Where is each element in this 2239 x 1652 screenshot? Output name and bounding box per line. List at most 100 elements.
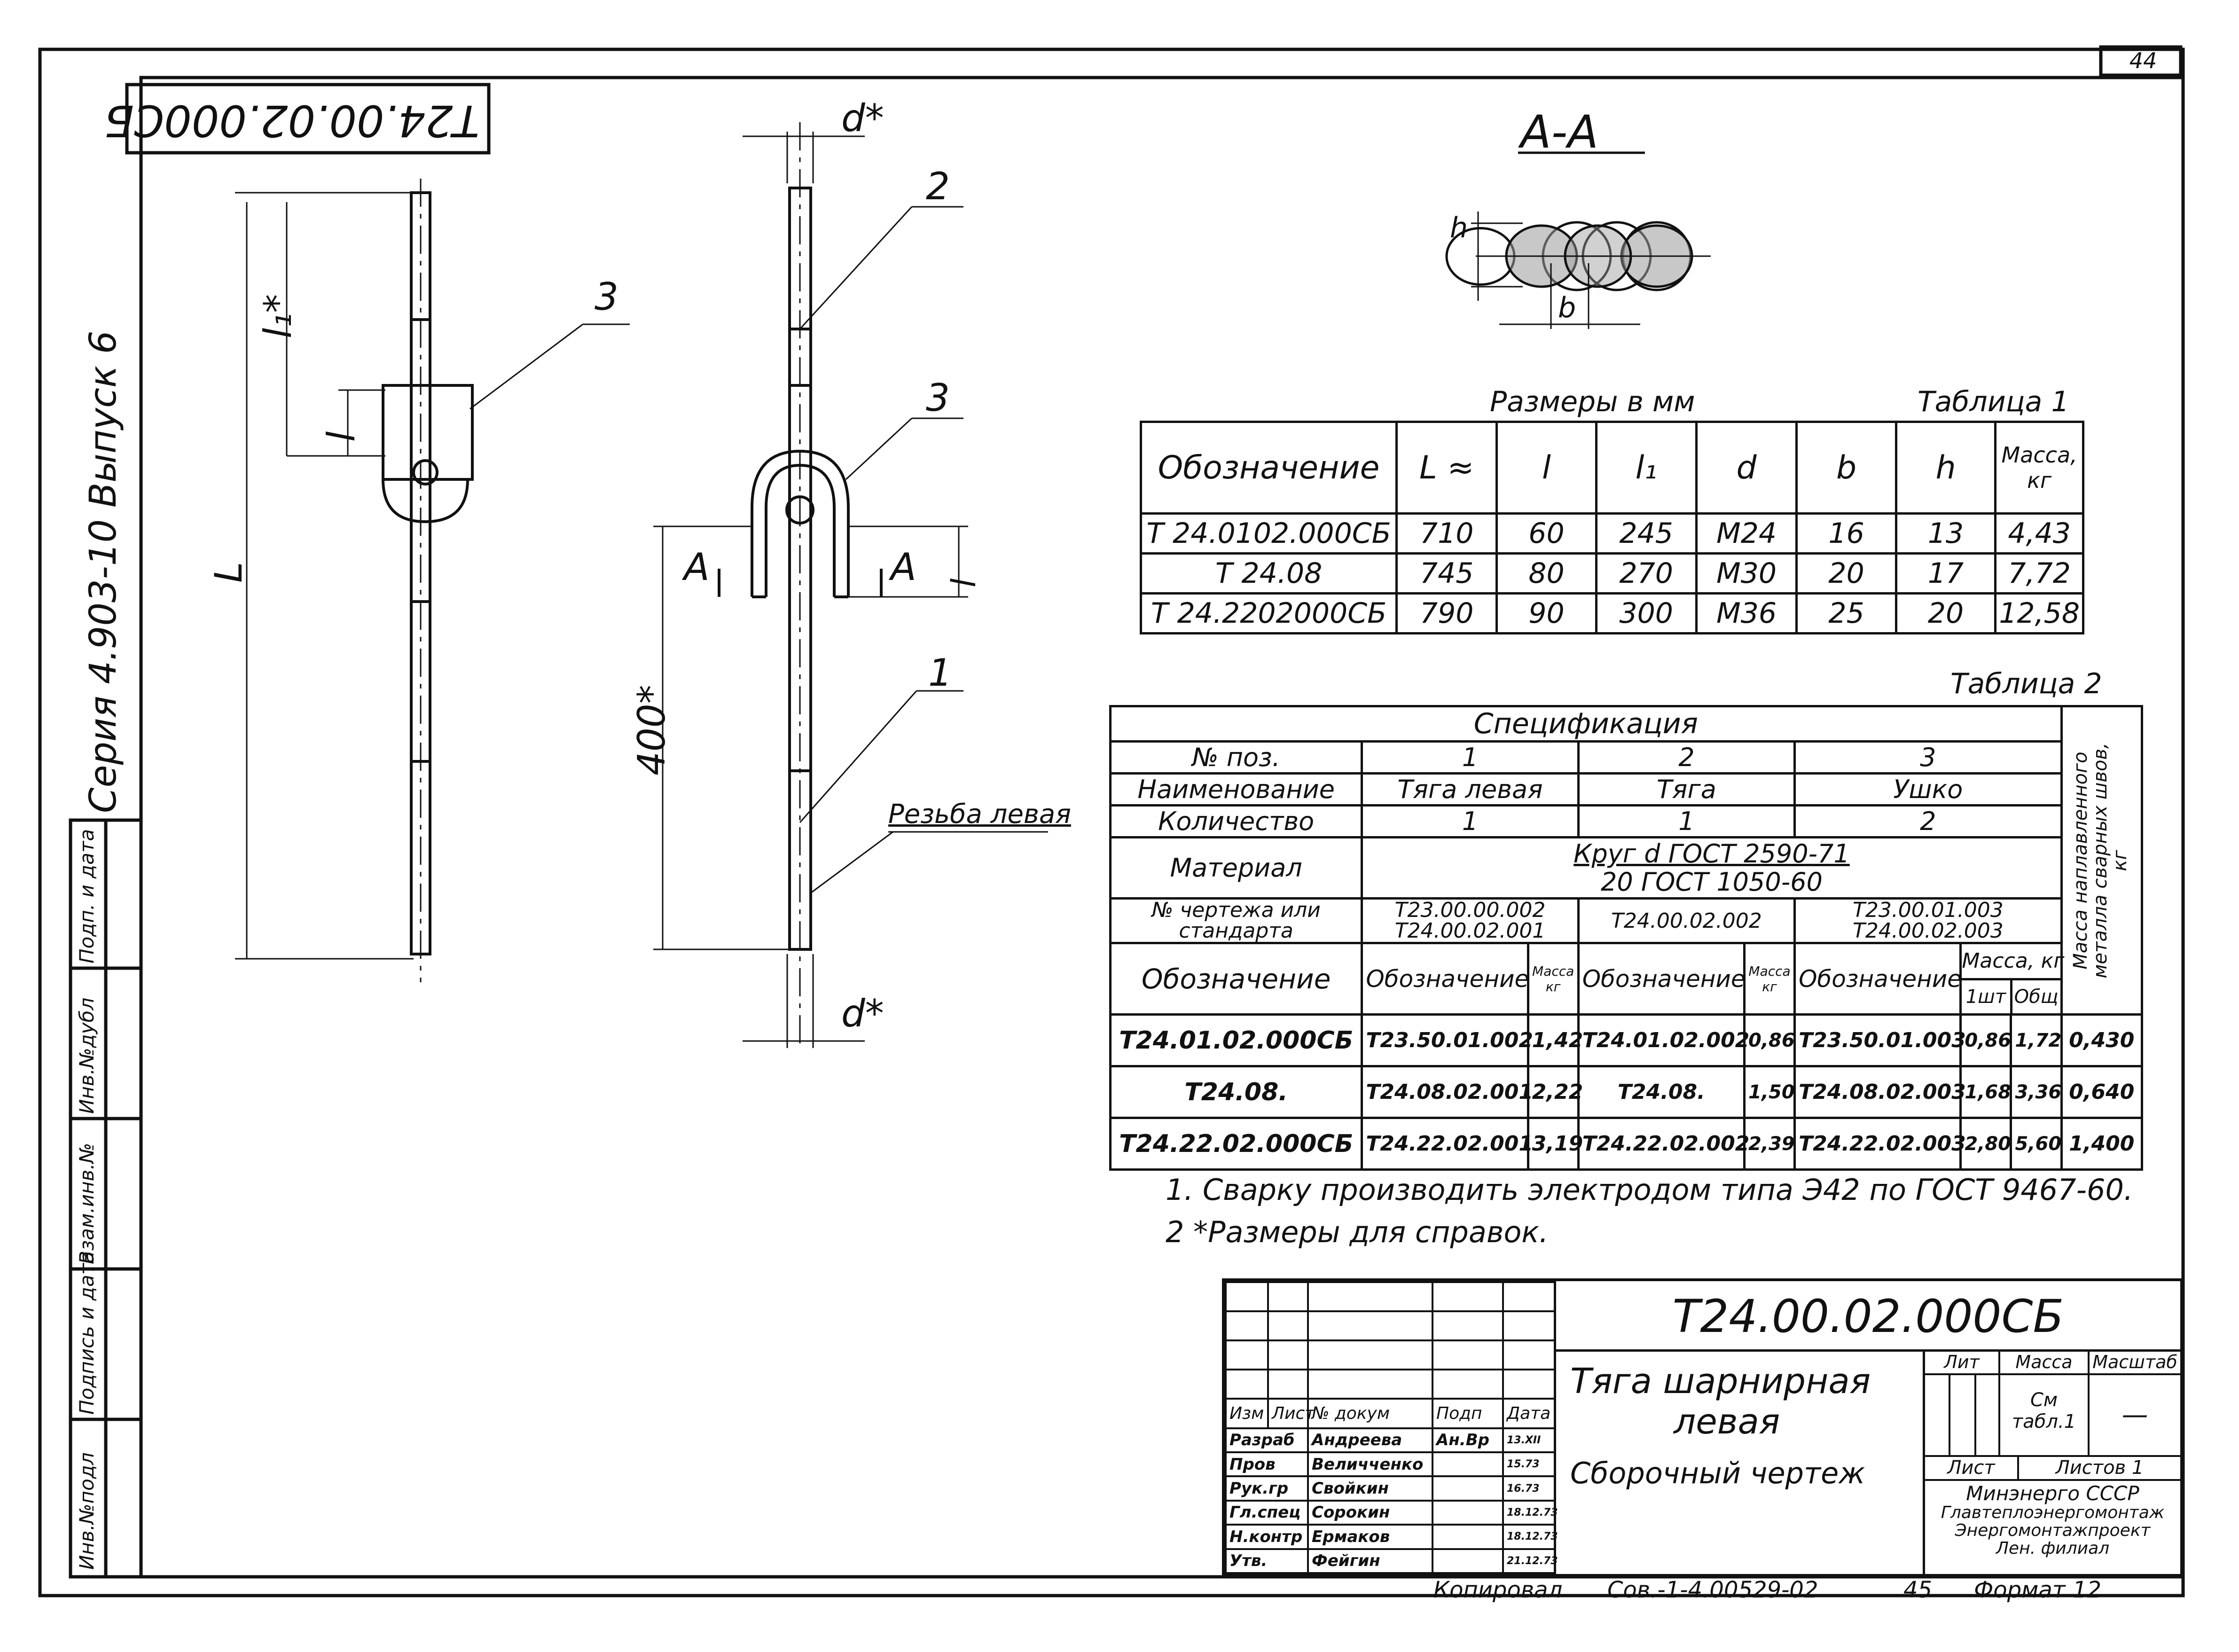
footer-order: Сов.-1-4.00529-02 [1607,1577,1818,1603]
table-cell: Т 24.0102.000СБ [1139,512,1398,555]
t1-h7: Масса, кг [1994,421,2084,515]
table-row: Обозначение Обозначение Масса кг Обознач… [1109,942,2142,1016]
t1-h2: l [1495,421,1597,515]
table-cell: Т24.00.02.002 [1577,897,1796,944]
table-cell: 3 [1793,740,2063,775]
signatures-table: Изм Лист № докум Подп Дата Разраб Андрее… [1225,1281,1558,1574]
table-row: Наименование Тяга левая Тяга Ушко [1109,772,2142,806]
table-row: Т24.01.02.000СБ Т23.50.01.002 1,42 Т24.0… [1109,1013,2144,1067]
table-row: Разраб Андреева Ан.Вр 13.ХII [1225,1427,1556,1453]
table-cell: 1 [1577,804,1796,838]
signature [1432,1524,1504,1550]
drawing-label: № чертежа или стандарта [1109,897,1363,944]
pos-label: № поз. [1109,740,1363,775]
sheet-number: 44 [2129,48,2157,73]
table-cell: 13 [1895,512,1997,555]
table-cell: Т 24.08 [1139,552,1398,595]
sheet-number-box [2099,45,2183,77]
table-cell: 2,39 [1743,1117,1796,1171]
table-cell: Т23.00.01.003 Т24.00.02.003 [1793,897,2063,944]
org-cell: Минэнерго СССР Главтеплоэнергомонтаж Эне… [1925,1483,2180,1573]
signatures-head: Изм Лист № докум Подп Дата [1225,1398,1556,1429]
signature: Ан.Вр [1432,1427,1504,1453]
section-title: А-А [1520,106,1598,158]
mid-pos-1: 1 [928,651,952,695]
name-label: Наименование [1109,772,1363,806]
cut-A-left: A [684,545,710,589]
footer-format: Формат 12 [1974,1577,2102,1603]
role: Пров [1225,1451,1309,1478]
table-cell: 1,50 [1743,1065,1796,1119]
designation-label: Обозначение [1109,942,1363,1016]
table-row: Т 24.0102.000СБ 710 60 245 М24 16 13 4,4… [1139,512,2084,555]
table-cell: 17 [1895,552,1997,595]
table-cell: Т24.22.02.001 [1361,1117,1533,1171]
head-doc: № докум [1307,1398,1433,1429]
weld-metal-label: Масса наплавленного металла сварных швов… [2069,742,2131,979]
table-cell: 7,72 [1994,552,2084,595]
mass-value: См табл.1 [2000,1375,2090,1455]
dim-l: l [320,431,363,442]
signature [1432,1499,1504,1526]
title-name-1: Тяга шарнирная [1570,1361,1871,1401]
lit-label: Лит [1925,1352,2000,1375]
table-cell: 245 [1595,512,1698,555]
series-label: Серия 4.903-10 Выпуск 6 [82,330,125,813]
mid-pos-3: 3 [926,376,950,420]
table-cell: 3,19 [1527,1117,1583,1171]
table-cell: 90 [1495,592,1597,634]
table-row: Т 24.2202000СБ 790 90 300 М36 25 20 12,5… [1139,592,2084,634]
org-3: Энергомонтажпроект [1955,1520,2151,1540]
person: Свойкин [1307,1475,1433,1502]
t1-h1: L ≈ [1395,421,1498,515]
dim-400: 400* [630,685,673,775]
footer-copied: Копировал [1433,1577,1563,1603]
weld-metal-cell: Масса наплавленного металла сварных швов… [2060,705,2144,1016]
org-4: Лен. филиал [1996,1538,2110,1558]
table-cell: 1,42 [1527,1013,1583,1067]
strip-inv-orig: Инв.№подл [75,1452,98,1570]
head-list: Лист [1267,1398,1315,1429]
table-cell: 1,68 [1959,1065,2012,1119]
table-cell: М36 [1695,592,1798,634]
qty-label: Количество [1109,804,1363,838]
table-cell: 790 [1395,592,1498,634]
table-cell: Т24.08. [1577,1065,1746,1119]
table-row: № чертежа или стандарта Т23.00.00.002 Т2… [1109,897,2142,944]
role: Н.контр [1225,1524,1309,1550]
strip-sign-date-2: Подп. и дата [75,829,98,963]
sheet-label: Лист [1925,1455,2019,1481]
table-cell: 0,640 [2060,1065,2144,1119]
role: Рук.гр [1225,1475,1309,1502]
table-cell: 20 [1795,552,1897,595]
table-cell: Т24.08. [1109,1065,1363,1119]
footer-num: 45 [1903,1577,1933,1603]
strip-sign-date: Подпись и дата [75,1251,98,1415]
person: Андреева [1307,1427,1433,1453]
material-cell: Круг d ГОСТ 2590-71 20 ГОСТ 1050-60 [1361,836,2063,900]
scale-label: Масштаб [2090,1352,2180,1375]
mass-header-cell: Масса, кг 1шт Общ [1959,942,2064,1016]
table-cell: 0,430 [2060,1013,2144,1067]
table-cell: Т24.08.02.003 [1793,1065,1966,1119]
table-cell: 20 [1895,592,1997,634]
note-1: 1. Сварку производить электродом типа Э4… [1166,1173,2133,1207]
sub-mass-2: Масса кг [1743,942,1796,1016]
signature [1432,1475,1504,1502]
table-cell: Т24.01.02.002 [1577,1013,1749,1067]
t1-h6: h [1895,421,1997,515]
section-aa [1445,151,1711,329]
signature [1432,1548,1504,1574]
table-cell: 4,43 [1994,512,2084,555]
title-doc-type: Сборочный чертеж [1570,1456,1865,1490]
lit-cells [1925,1375,2000,1455]
table-cell: 1 [1361,740,1580,775]
table-cell: Тяга [1577,772,1796,806]
table-cell: Т23.00.00.002 Т24.00.02.001 [1361,897,1580,944]
left-pos-3: 3 [595,275,618,319]
strip-replace-inv: Взам.инв.№ [75,1143,98,1264]
table-cell: 1,72 [2010,1013,2063,1067]
scale-value: — [2122,1400,2148,1430]
table-cell: Т 24.2202000СБ [1139,592,1398,634]
table-cell: М24 [1695,512,1798,555]
